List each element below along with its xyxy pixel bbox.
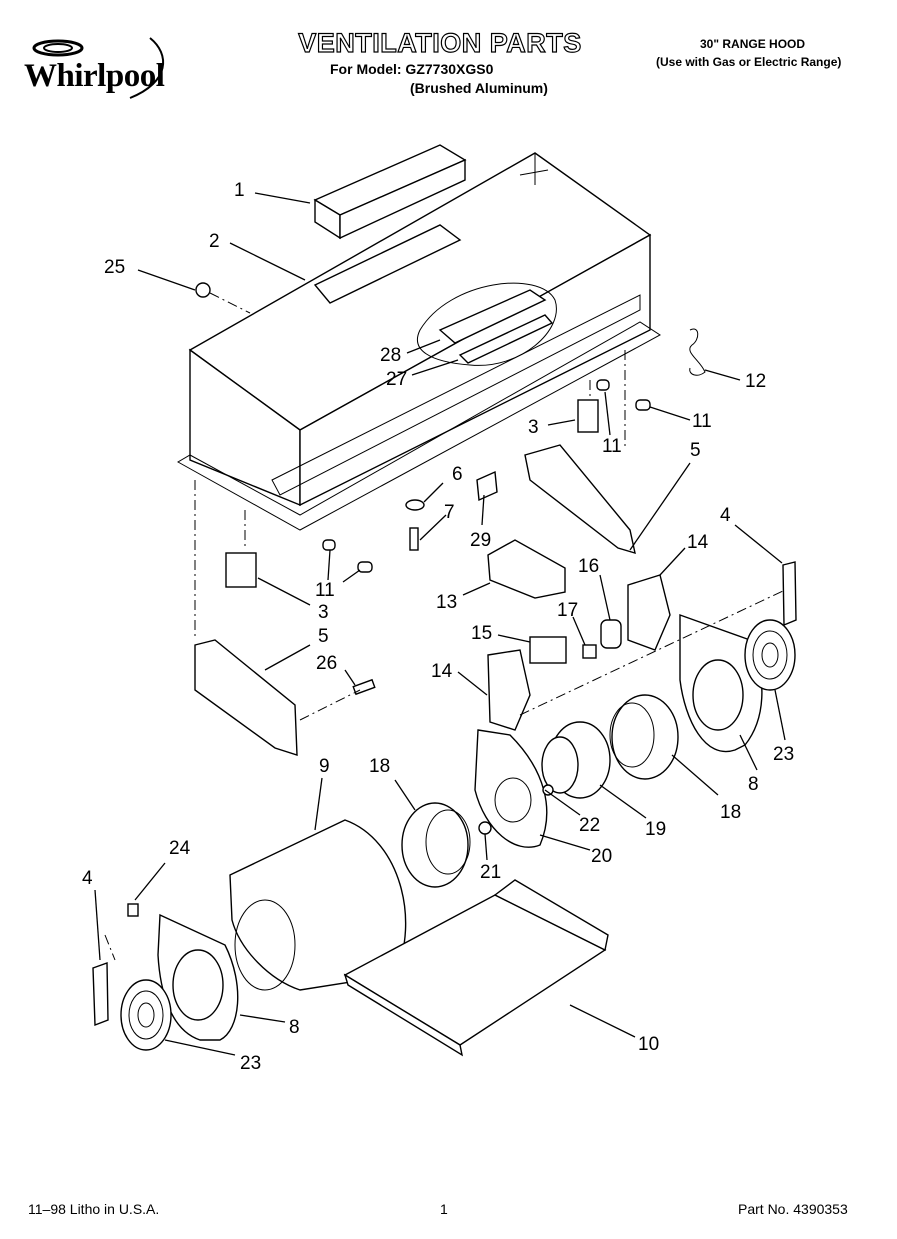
leader-lines <box>94 192 786 1056</box>
callout-label: 27 <box>386 369 407 390</box>
brand-wordmark: Whirlpool <box>24 58 165 94</box>
callout-label: 18 <box>720 802 741 823</box>
page-title: VENTILATION PARTS <box>298 27 582 58</box>
part-1-duct-connector <box>313 144 467 240</box>
part-13-shield <box>487 539 566 599</box>
part-8-blower-housing-right <box>679 614 763 753</box>
callout-label: 22 <box>579 815 600 836</box>
callout-label: 4 <box>82 868 93 889</box>
part-number: Part No. 4390353 <box>738 1201 848 1217</box>
callout-label: 16 <box>578 556 599 577</box>
callout-label: 18 <box>369 756 390 777</box>
part-24-screw <box>127 903 139 917</box>
callout-label: 5 <box>690 440 701 461</box>
callout-label: 21 <box>480 862 501 883</box>
callout-label: 25 <box>104 257 125 278</box>
part-2-label <box>313 224 462 304</box>
callout-label: 13 <box>436 592 457 613</box>
part-12-wire-clip <box>689 328 706 376</box>
part-11-clip <box>596 379 610 391</box>
callout-label: 5 <box>318 626 329 647</box>
part-7-bolt <box>409 527 419 551</box>
part-5-bracket-left <box>194 639 298 756</box>
part-4-strap-left <box>92 962 109 1027</box>
callout-label: 15 <box>471 623 492 644</box>
product-name: 30" RANGE HOOD <box>700 37 806 51</box>
part-14-relay <box>627 574 671 651</box>
part-4-strap <box>782 561 797 627</box>
callout-label: 26 <box>316 653 337 674</box>
callout-label: 4 <box>720 505 731 526</box>
part-20-housing-plate <box>474 729 548 848</box>
part-17-fuse <box>582 644 597 659</box>
hood-body <box>176 152 661 531</box>
part-16-capacitor <box>600 619 622 649</box>
part-18-blower-wheel-left <box>401 802 471 888</box>
part-3-switch-lower <box>225 552 257 588</box>
callout-label: 2 <box>209 231 220 252</box>
part-10-filter-tray <box>343 879 609 1057</box>
part-15-terminal-block <box>529 636 567 664</box>
callout-label: 9 <box>319 756 330 777</box>
part-11-clip <box>357 561 373 573</box>
callout-label: 1 <box>234 180 245 201</box>
part-5-bracket-right <box>524 444 636 555</box>
callout-label: 19 <box>645 819 666 840</box>
callout-label: 20 <box>591 846 612 867</box>
page-number: 1 <box>440 1201 448 1217</box>
part-6-grommet <box>405 499 425 511</box>
finish-line: (Brushed Aluminum) <box>410 80 548 96</box>
part-21-nut <box>478 821 492 835</box>
callout-label: 23 <box>773 744 794 765</box>
callout-label: 3 <box>528 417 539 438</box>
litho-note: 11–98 Litho in U.S.A. <box>28 1201 160 1217</box>
callout-label: 24 <box>169 838 191 859</box>
callout-label: 29 <box>470 530 491 551</box>
callout-label: 7 <box>444 502 455 523</box>
model-line: For Model: GZ7730XGS0 <box>330 61 494 77</box>
part-14-bracket <box>487 649 531 731</box>
callout-label: 14 <box>687 532 709 553</box>
part-3-switch <box>577 399 599 433</box>
callout-label: 8 <box>748 774 759 795</box>
part-29-clip <box>476 470 498 502</box>
part-11-clip <box>635 399 651 411</box>
callout-label: 11 <box>602 436 622 457</box>
callout-label: 10 <box>638 1034 659 1055</box>
part-23-grille-right <box>744 619 796 691</box>
whirlpool-swirl-icon <box>32 37 165 99</box>
usage-note: (Use with Gas or Electric Range) <box>656 55 842 69</box>
callout-label: 12 <box>745 371 766 392</box>
part-18-blower-wheel-right <box>609 694 679 780</box>
part-8-blower-housing-left <box>157 913 239 1041</box>
whirlpool-logo: Whirlpool <box>20 34 190 104</box>
part-25-screw <box>195 282 211 298</box>
callout-label: 8 <box>289 1017 300 1038</box>
part-23-grille-left <box>120 979 172 1051</box>
callout-label: 3 <box>318 602 329 623</box>
callout-label: 28 <box>380 345 401 366</box>
callout-label: 11 <box>315 580 335 601</box>
callout-labels: 1 2 25 28 27 12 3 11 11 5 6 7 29 11 3 4 … <box>82 180 794 1074</box>
callout-label: 17 <box>557 600 578 621</box>
callout-label: 14 <box>431 661 453 682</box>
callout-label: 11 <box>692 411 712 432</box>
part-19-motor <box>541 721 611 799</box>
callout-label: 6 <box>452 464 463 485</box>
part-27-28-light-bracket <box>417 282 557 366</box>
part-22-washer <box>542 784 554 796</box>
part-11-clip <box>322 539 336 551</box>
callout-label: 23 <box>240 1053 261 1074</box>
